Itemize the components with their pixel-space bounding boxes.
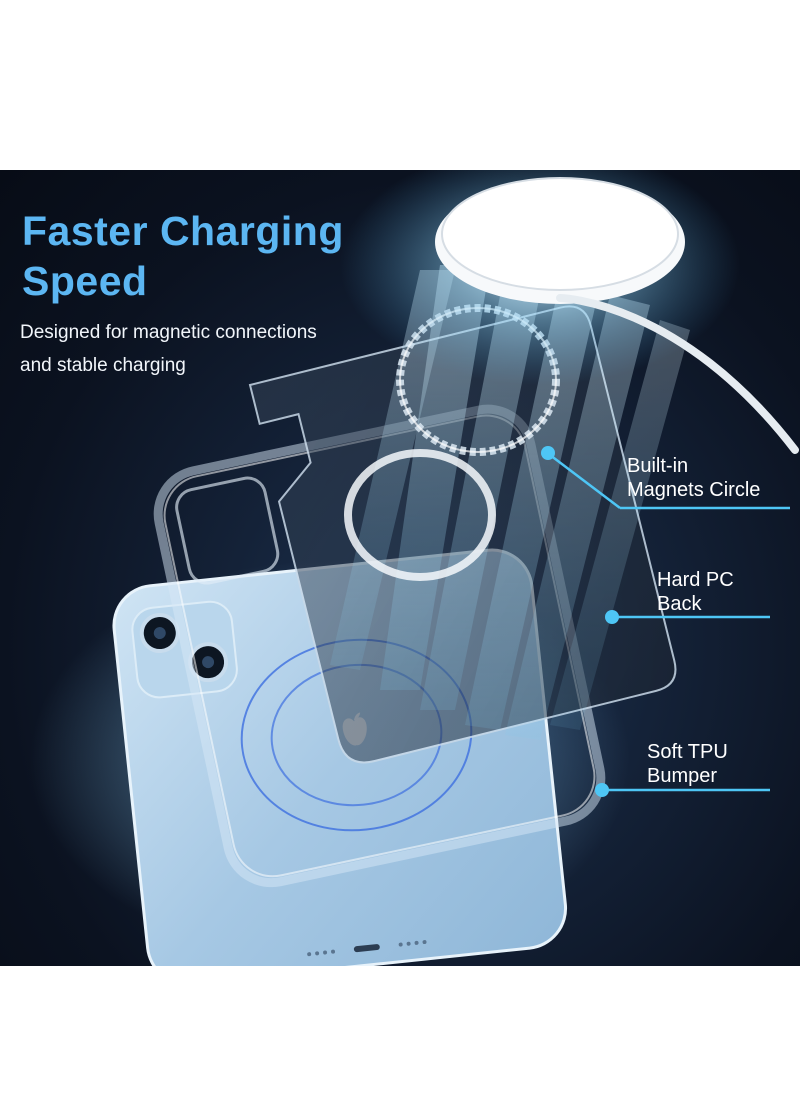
callout-hard-pc-back: Hard PC Back [657, 568, 734, 616]
callout-lines [541, 446, 790, 797]
callout-magnets-line-2: Magnets Circle [627, 479, 761, 501]
pc-magnet-ring [344, 449, 496, 581]
callout-magnets-line-1: Built-in [627, 455, 689, 477]
callout-magnets-circle: Built-in Magnets Circle [627, 454, 760, 502]
promo-banner: Faster Charging Speed Designed for magne… [0, 170, 800, 966]
headline-line-1: Faster Charging [22, 208, 344, 254]
exploded-case-illustration [30, 170, 799, 966]
magsafe-charger-icon [435, 177, 799, 454]
callout-pc-line-2: Back [657, 593, 702, 615]
headline-line-2: Speed [22, 258, 148, 304]
subtext-line-2: and stable charging [20, 355, 186, 376]
callout-tpu-line-1: Soft TPU [647, 741, 728, 763]
callout-soft-tpu-bumper: Soft TPU Bumper [647, 740, 728, 788]
callout-tpu-line-2: Bumper [647, 765, 718, 787]
callout-pc-line-1: Hard PC [657, 569, 734, 591]
subtext: Designed for magnetic connections and st… [20, 316, 380, 382]
headline: Faster Charging Speed [22, 206, 344, 306]
subtext-line-1: Designed for magnetic connections [20, 322, 317, 343]
